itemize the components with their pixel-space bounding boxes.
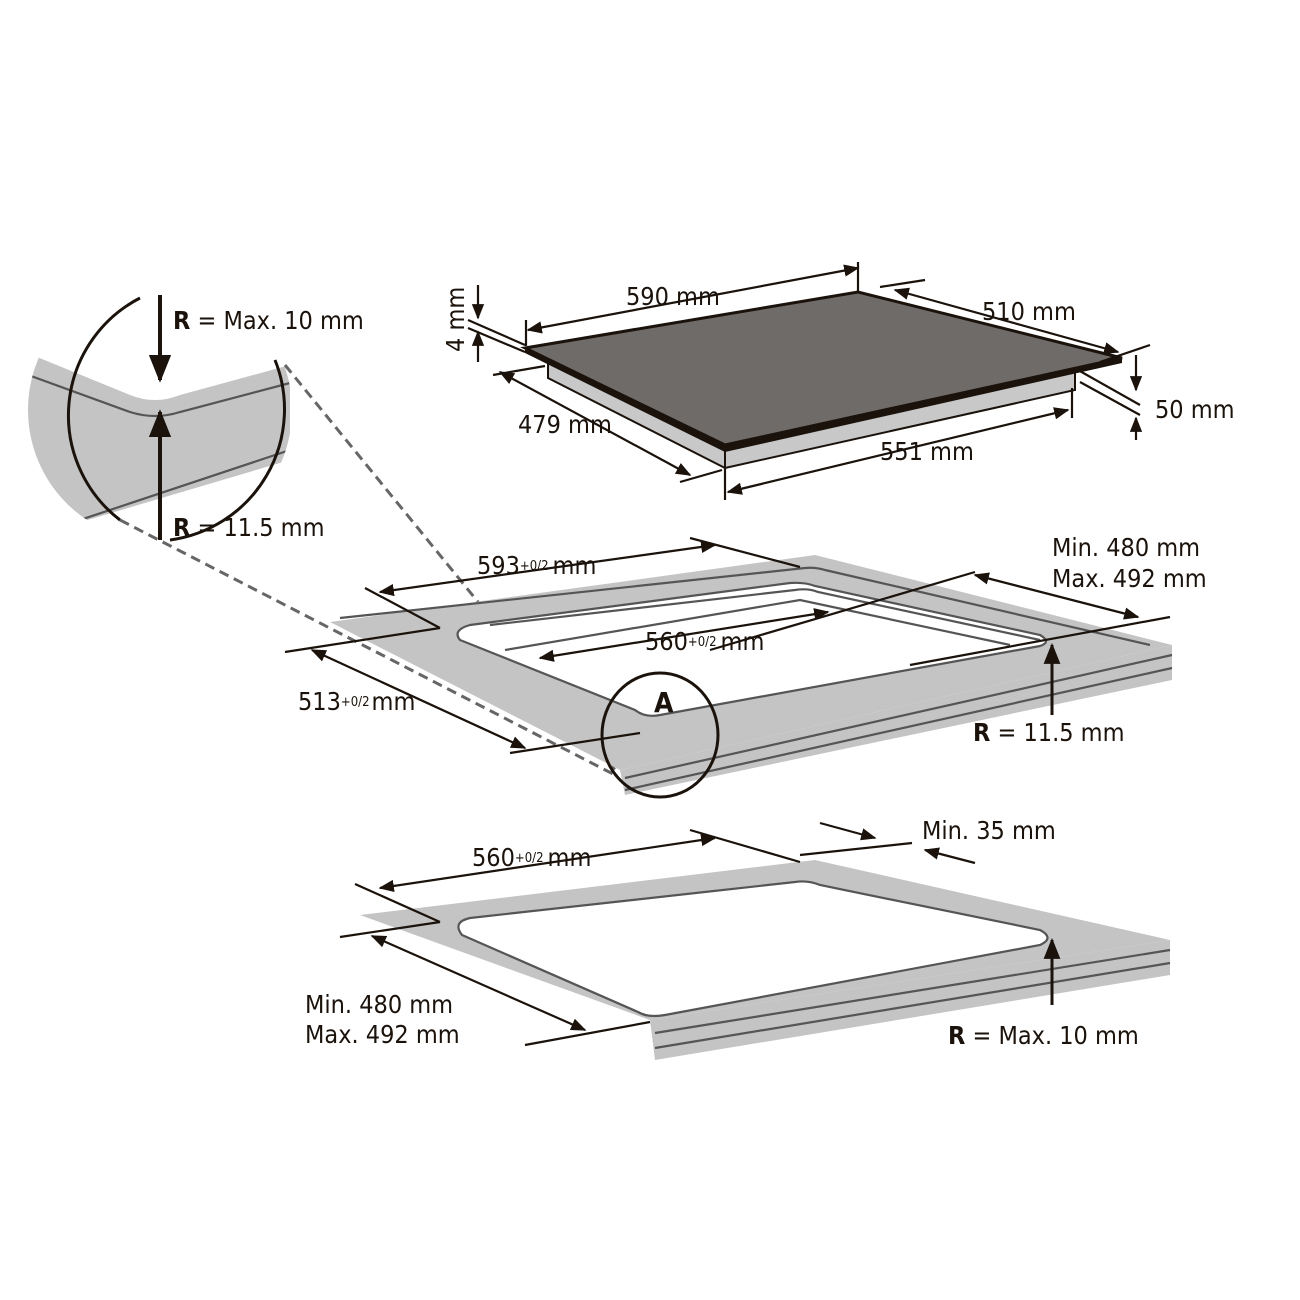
hob-body-depth-label: 479 mm <box>518 410 612 439</box>
detail-radius-bottom: = 11.5 mm <box>197 513 324 542</box>
flush-radius-prefix: R <box>973 718 990 747</box>
outer-width-tolerance: +0/2 <box>520 559 549 574</box>
svg-text:R = Max. 10 mm: R = Max. 10 mm <box>948 1021 1139 1050</box>
detail-radius-top: = Max. 10 mm <box>197 306 363 335</box>
hob-glass-thickness-label: 4 mm <box>441 287 470 352</box>
detail-a-magnifier: R = Max. 10 mm R = 11.5 mm <box>28 295 617 777</box>
flush-depth-min-label: Min. 480 mm <box>1052 533 1200 562</box>
inner-width-tolerance: +0/2 <box>688 635 717 650</box>
standard-front-min-label: Min. 35 mm <box>922 816 1056 845</box>
svg-text:R = Max. 10 mm: R = Max. 10 mm <box>173 306 364 335</box>
hob-depth-label: 510 mm <box>982 297 1076 326</box>
flush-radius-label: = 11.5 mm <box>997 718 1124 747</box>
outer-depth-tolerance: +0/2 <box>341 695 370 710</box>
hob-body-width-label: 551 mm <box>880 437 974 466</box>
standard-width-tolerance: +0/2 <box>515 851 544 866</box>
hob-width-label: 590 mm <box>626 282 720 311</box>
inner-width-value: 560 <box>645 627 688 656</box>
svg-text:513+0/2mm: 513+0/2mm <box>298 687 415 716</box>
outer-width-unit: mm <box>553 551 597 580</box>
svg-text:560+0/2mm: 560+0/2 mm <box>472 843 591 872</box>
standard-radius-label: = Max. 10 mm <box>972 1021 1138 1050</box>
hob-height-label: 50 mm <box>1155 395 1235 424</box>
hob-illustration: 590 mm 510 mm 50 mm 479 mm 551 mm 4 mm <box>441 262 1235 500</box>
standard-depth-max-label: Max. 492 mm <box>305 1020 460 1049</box>
standard-radius-prefix: R <box>948 1021 965 1050</box>
svg-text:560+0/2mm: 560+0/2 mm <box>645 627 764 656</box>
detail-marker-a: A <box>654 686 674 719</box>
standard-width-value: 560 <box>472 843 515 872</box>
detail-radius-top-prefix: R <box>173 306 190 335</box>
svg-text:593+0/2mm: 593+0/2 mm <box>477 551 596 580</box>
standard-cutout-countertop: 560+0/2 mm Min. 35 mm Min. 480 mm Max. 49… <box>305 816 1171 1060</box>
inner-width-unit: mm <box>721 627 765 656</box>
svg-text:R = 11.5 mm: R = 11.5 mm <box>973 718 1125 747</box>
standard-depth-min-label: Min. 480 mm <box>305 990 453 1019</box>
flush-depth-max-label: Max. 492 mm <box>1052 564 1207 593</box>
outer-width-value: 593 <box>477 551 520 580</box>
svg-text:R = 11.5 mm: R = 11.5 mm <box>173 513 325 542</box>
standard-width-unit: mm <box>548 843 592 872</box>
detail-radius-bottom-prefix: R <box>173 513 190 542</box>
outer-depth-unit: mm <box>372 687 416 716</box>
outer-depth-value: 513 <box>298 687 341 716</box>
